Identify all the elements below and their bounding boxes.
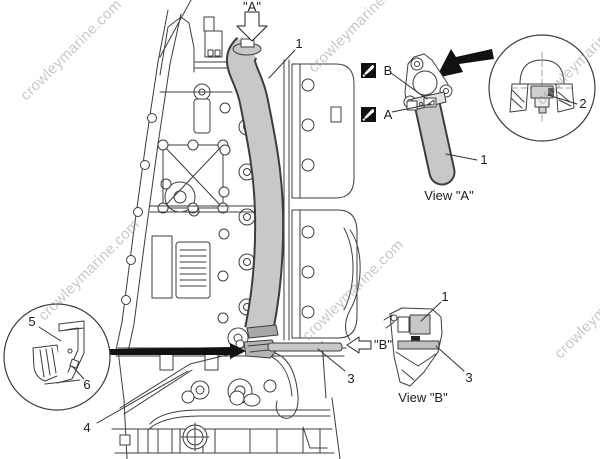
view-a-detail-arrow — [436, 49, 494, 78]
callout-3-main-clamp: 3 — [347, 371, 355, 386]
engine-block-drawing — [111, 0, 361, 459]
view-a-assembly — [403, 53, 456, 186]
callout-leader-lines — [38, 49, 578, 424]
main-water-hose — [226, 37, 343, 359]
view-a-direction-arrow — [236, 11, 268, 42]
left-detail-arrow — [110, 343, 246, 359]
view-a-caption: View "A" — [424, 188, 474, 203]
callout-3-view-b: 3 — [465, 370, 473, 385]
view-a-pointer-label: "A" — [243, 0, 261, 14]
callout-6-bolt: 6 — [83, 377, 91, 392]
sealant-icon — [361, 63, 376, 78]
callout-1-view-b: 1 — [441, 289, 449, 304]
callout-sealant-a: A — [383, 107, 393, 122]
view-b-pointer-label: "B" — [374, 337, 392, 352]
view-b-caption: View "B" — [398, 390, 448, 405]
view-b-assembly — [383, 307, 443, 387]
view-b-direction-arrow — [346, 336, 372, 354]
callout-1-view-a: 1 — [480, 152, 488, 167]
callout-sealant-b: B — [383, 63, 393, 78]
water-tube-part3 — [267, 342, 343, 352]
bracket-detail-circle — [3, 303, 111, 411]
callout-1-main-hose: 1 — [295, 36, 303, 51]
thermostat-detail-circle — [488, 34, 596, 142]
callout-2-thermostat: 2 — [579, 96, 587, 111]
sealant-icon — [361, 107, 376, 122]
callout-4-engine: 4 — [83, 420, 91, 435]
callout-5-bracket: 5 — [28, 314, 36, 329]
detail-pointer-arrows — [110, 49, 494, 359]
